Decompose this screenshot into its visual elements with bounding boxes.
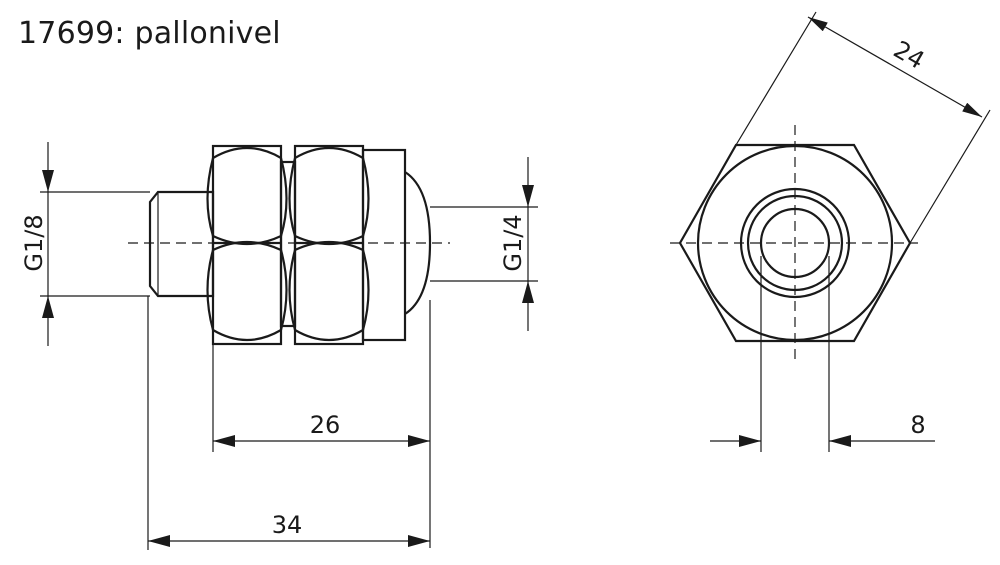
left-thread-stub [148,190,215,298]
dim-label-8: 8 [910,411,925,439]
dim-g14: G1/4 [430,157,538,331]
hex-nut-right [288,144,370,346]
dome-cap [404,171,432,315]
end-view: 24 8 [670,11,991,452]
dim-label-g18: G1/8 [20,214,48,271]
side-view: G1/8 G1/4 26 34 [20,142,538,550]
hex-inscribed-circle [696,144,894,342]
dim-label-24: 24 [889,35,929,75]
dim-label-34: 34 [272,511,303,539]
dim-g18: G1/8 [20,142,150,346]
dim-label-g14: G1/4 [499,214,527,271]
hex-nut-left [206,144,288,346]
bore-inner-circle [759,207,831,279]
bore-outer-circle [739,187,851,299]
dim-24: 24 [735,11,991,244]
dim-8: 8 [710,256,935,452]
nut-spacer [279,160,297,328]
bore-mid-circle [746,194,844,292]
drawing-title: 17699: pallonivel [18,16,281,51]
round-body [361,148,407,342]
dim-label-26: 26 [310,411,341,439]
dim-26: 26 [212,300,431,548]
dim-34: 34 [147,296,430,550]
hexagon-outline [678,143,912,343]
